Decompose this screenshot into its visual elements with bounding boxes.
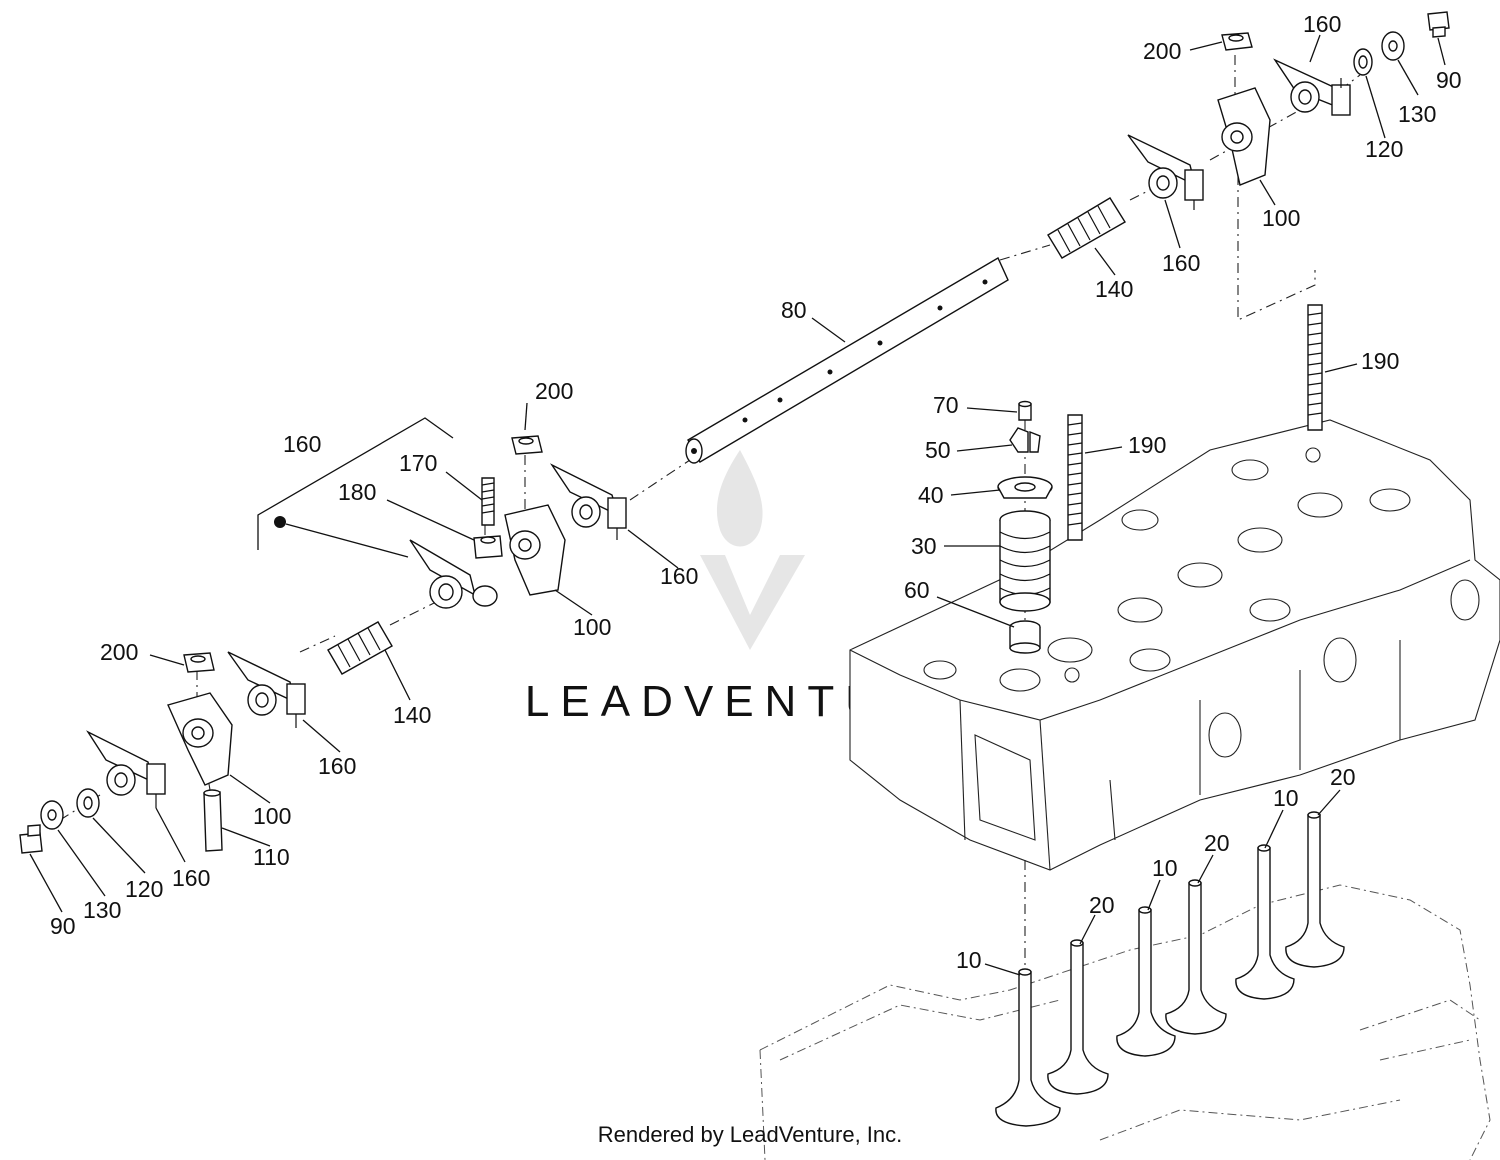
leader-lines [29, 34, 1446, 976]
valve-10-b [1116, 906, 1176, 1057]
callout-100: 100 [1262, 205, 1300, 231]
callout-30: 30 [911, 533, 937, 559]
callout-100: 100 [253, 803, 291, 829]
rocker-arm-upper-mid [1127, 134, 1204, 210]
nut-200-top [1221, 32, 1253, 51]
callout-160: 160 [1303, 11, 1341, 37]
callout-170: 170 [399, 450, 437, 476]
callout-130: 130 [1398, 101, 1436, 127]
callout-10: 10 [1273, 785, 1299, 811]
cylinder-head [849, 419, 1500, 871]
callout-20: 20 [1089, 892, 1115, 918]
rocker-arm-left-lower [86, 730, 166, 808]
bolt-90-left [19, 824, 43, 854]
callout-160: 160 [172, 865, 210, 891]
rocker-arm-left-upper [227, 651, 306, 728]
callout-160: 160 [660, 563, 698, 589]
render-credit: Rendered by LeadVenture, Inc. [597, 1122, 903, 1147]
stud-170 [481, 477, 495, 526]
callout-160: 160 [318, 753, 356, 779]
bracket-top-right [1217, 87, 1271, 186]
nut-180 [473, 535, 503, 559]
nut-200-mid [511, 435, 543, 455]
spring-140-right [1047, 197, 1126, 259]
callout-190: 190 [1361, 348, 1399, 374]
valve-20-a [1047, 939, 1109, 1095]
rocker-arm-mid [549, 463, 627, 540]
callout-20: 20 [1204, 830, 1230, 856]
valve-20-b [1165, 879, 1227, 1035]
collet-50 [1009, 427, 1041, 453]
nut-200-left [183, 652, 215, 673]
stud-190-lower [1067, 414, 1083, 541]
valve-20-c [1285, 811, 1345, 968]
callout-80: 80 [781, 297, 807, 323]
valve-10-c [1235, 844, 1295, 1000]
callout-140: 140 [1095, 276, 1133, 302]
retainer-40 [997, 476, 1053, 499]
callout-100: 100 [573, 614, 611, 640]
callout-10: 10 [1152, 855, 1178, 881]
valve-cap-70 [1018, 400, 1032, 421]
callout-190: 190 [1128, 432, 1166, 458]
callout-50: 50 [925, 437, 951, 463]
rocker-shaft [685, 257, 1009, 464]
rocker-arm-top-right [1273, 58, 1351, 116]
bracket-left [167, 692, 233, 786]
washer-120-left [76, 788, 100, 818]
callout-90: 90 [1436, 67, 1462, 93]
callout-130: 130 [83, 897, 121, 923]
callout-10: 10 [956, 947, 982, 973]
washer-130-right [1381, 31, 1405, 61]
bracket-mid [504, 504, 566, 596]
stud-190-upper [1307, 304, 1323, 431]
washer-120-right [1353, 48, 1373, 76]
callout-160: 160 [1162, 250, 1200, 276]
callout-70: 70 [933, 392, 959, 418]
callout-40: 40 [918, 482, 944, 508]
callout-120: 120 [1365, 136, 1403, 162]
callout-labels: 200 160 90 130 120 100 160 140 80 190 70… [50, 11, 1462, 973]
valve-10-a [995, 968, 1061, 1127]
callout-140: 140 [393, 702, 431, 728]
bolt-90-right [1427, 11, 1450, 38]
callout-200: 200 [100, 639, 138, 665]
pin-110 [203, 789, 223, 852]
valve-spring-30 [999, 510, 1051, 612]
callout-160: 160 [283, 431, 321, 457]
rocker-arm-center [409, 539, 498, 609]
engine-block-outline [759, 884, 1491, 1160]
callout-90: 90 [50, 913, 76, 939]
callout-60: 60 [904, 577, 930, 603]
assembly-bracket-160 [257, 417, 454, 558]
callout-120: 120 [125, 876, 163, 902]
callout-20: 20 [1330, 764, 1356, 790]
washer-130-left [40, 800, 64, 830]
callout-180: 180 [338, 479, 376, 505]
spring-140-left [327, 621, 393, 675]
valve-seal-60 [1009, 620, 1041, 654]
callout-200: 200 [1143, 38, 1181, 64]
callout-110: 110 [253, 844, 290, 870]
callout-200: 200 [535, 378, 573, 404]
